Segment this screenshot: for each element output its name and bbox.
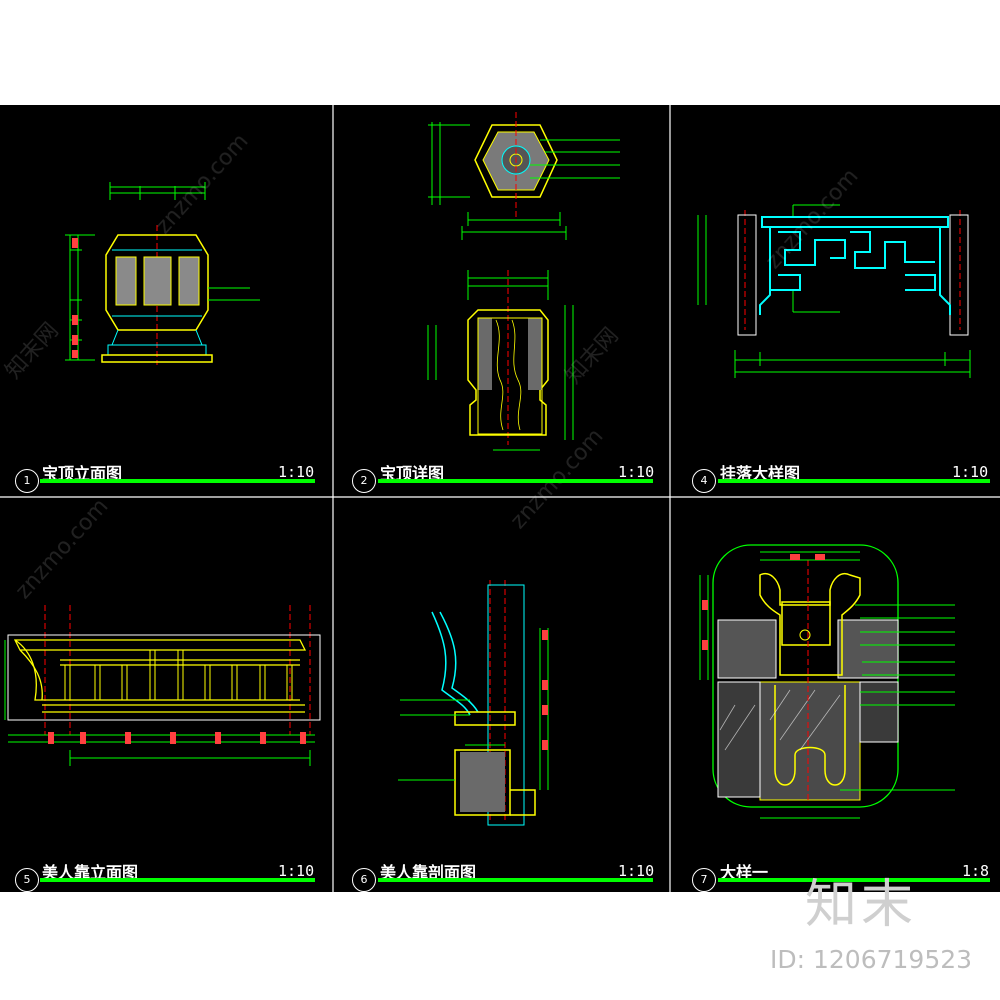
panel-6-title: 美人靠剖面图 — [380, 863, 477, 882]
panel-1-scale: 1:10 — [278, 463, 315, 481]
panel-4-number: 4 — [692, 469, 716, 493]
finial-detail-drawing — [427, 112, 620, 451]
detail-one-drawing — [699, 544, 955, 819]
panel-6-scale: 1:10 — [618, 862, 655, 880]
panel-5-number: 5 — [15, 868, 39, 892]
panel-5-title-bar — [40, 878, 315, 882]
watermark-site-1: znzmo.com — [151, 129, 254, 239]
panel-5-title: 美人靠立面图 — [42, 863, 139, 882]
panel-grid — [0, 105, 1000, 892]
panel-1-number: 1 — [15, 469, 39, 493]
watermark-image-id: ID: 1206719523 — [770, 945, 973, 974]
panel-1-title: 宝顶立面图 — [42, 464, 123, 483]
panel-6-title-bar — [378, 878, 653, 882]
bench-section-drawing — [398, 580, 549, 826]
panel-6-number: 6 — [352, 868, 376, 892]
panel-4-title: 挂落大样图 — [720, 464, 801, 483]
panel-2-title-bar — [378, 479, 653, 483]
drawing-sheet: znzmo.com znzmo.com znzmo.com znzmo.com … — [0, 105, 1000, 892]
panel-4-title-bar — [718, 479, 990, 483]
watermark-logo: 知末 — [805, 875, 918, 935]
panel-7-number: 7 — [692, 868, 716, 892]
watermark-site-3: znzmo.com — [11, 494, 114, 604]
panel-2-scale: 1:10 — [618, 463, 655, 481]
panel-2-title: 宝顶详图 — [380, 464, 445, 483]
watermark-brand-1: 知末网 — [561, 323, 624, 389]
panel-4-scale: 1:10 — [952, 463, 989, 481]
finial-elevation-drawing — [65, 182, 260, 365]
watermark-brand-2: 知末网 — [1, 318, 64, 384]
panel-5-scale: 1:10 — [278, 862, 315, 880]
bench-backrest-elevation-drawing — [4, 605, 321, 766]
panel-7-title: 大样一 — [720, 863, 769, 882]
drawing-canvas: znzmo.com znzmo.com znzmo.com znzmo.com … — [0, 105, 1000, 892]
panel-7-scale: 1:8 — [962, 862, 990, 880]
watermark-site-4: znzmo.com — [761, 164, 864, 274]
panel-2-number: 2 — [352, 469, 376, 493]
hanging-fret-detail-drawing — [697, 204, 971, 378]
panel-7-title-bar — [718, 878, 990, 882]
panel-1-title-bar — [40, 479, 315, 483]
